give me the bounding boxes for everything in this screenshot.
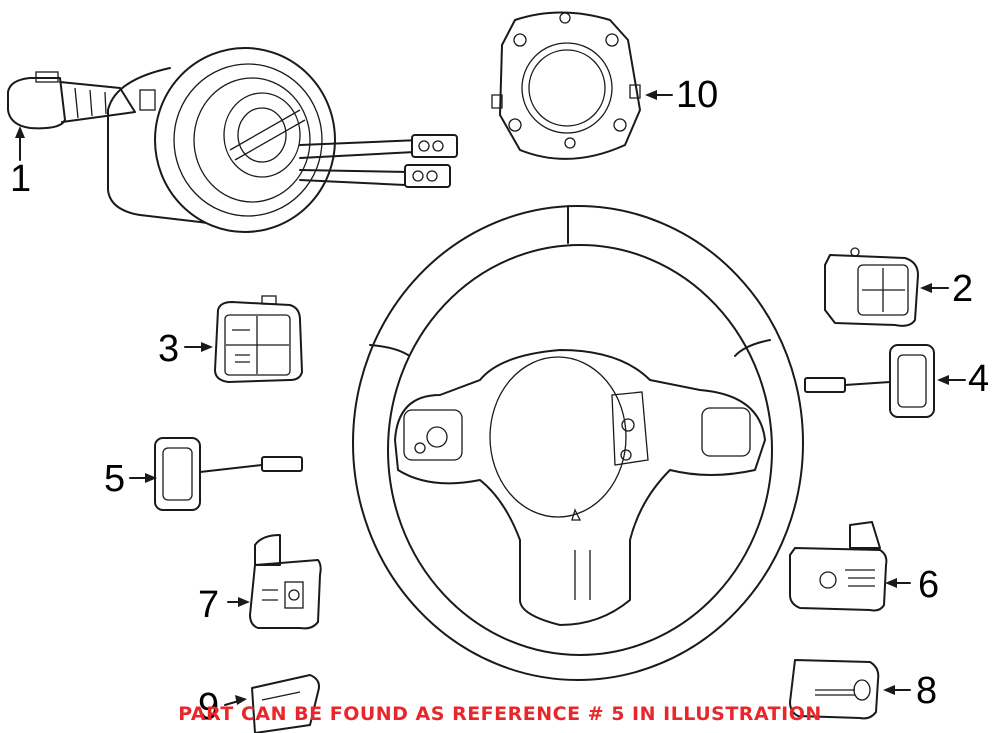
- callout-5: 5: [104, 458, 126, 500]
- steering-wheel: [352, 205, 804, 681]
- part-4-switch: [804, 344, 966, 418]
- part-6-switch: [789, 521, 911, 612]
- part-2-switch: [824, 247, 949, 327]
- part-1-clockspring: [7, 47, 458, 233]
- callout-10: 10: [676, 74, 719, 116]
- callout-1: 1: [10, 158, 32, 200]
- reference-notice: PART CAN BE FOUND AS REFERENCE # 5 IN IL…: [178, 703, 822, 725]
- callout-3: 3: [158, 328, 180, 370]
- part-7-switch: [227, 534, 322, 630]
- callout-6: 6: [918, 564, 940, 606]
- part-10-bracket: [491, 11, 673, 160]
- callout-4: 4: [968, 358, 990, 400]
- callout-2: 2: [952, 268, 974, 310]
- part-5-switch: [129, 437, 303, 511]
- part-9-bezel: [224, 674, 320, 733]
- part-8-switch: [789, 659, 911, 720]
- callout-8: 8: [916, 670, 938, 712]
- part-3-switch: [184, 295, 303, 383]
- callout-9: 9: [198, 686, 220, 728]
- callout-7: 7: [198, 584, 220, 626]
